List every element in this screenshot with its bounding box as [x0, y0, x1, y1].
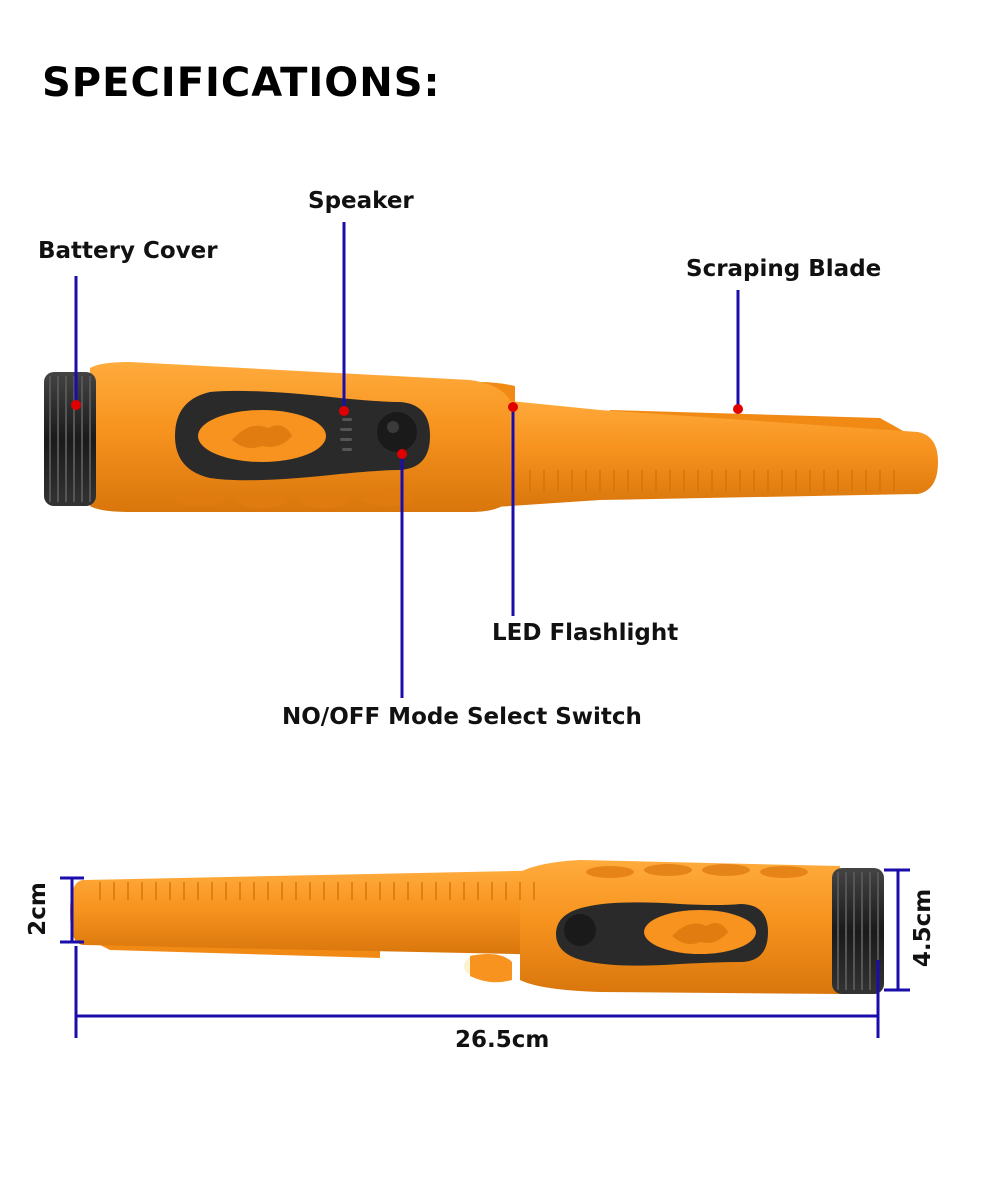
callout-dots — [71, 400, 743, 459]
mode-switch-button — [377, 412, 417, 452]
pinpointer-top-view — [44, 362, 938, 512]
probe-tip-bottom — [70, 870, 560, 955]
speaker-label: Speaker — [308, 188, 414, 214]
pinpointer-side-view — [70, 860, 884, 994]
length-label: 26.5cm — [455, 1027, 550, 1053]
battery-cover — [44, 372, 96, 506]
led-flashlight-label: LED Flashlight — [492, 620, 679, 646]
mode-switch-button-bottom — [564, 914, 596, 946]
battery-cover-bottom — [832, 868, 884, 994]
battery-cover-label: Battery Cover — [38, 238, 218, 264]
scraping-blade-label: Scraping Blade — [686, 256, 882, 282]
mode-switch-label: NO/OFF Mode Select Switch — [282, 704, 642, 730]
page-title: SPECIFICATIONS: — [42, 60, 441, 106]
dimension-lines — [60, 868, 910, 1038]
callout-leaders — [74, 222, 740, 698]
